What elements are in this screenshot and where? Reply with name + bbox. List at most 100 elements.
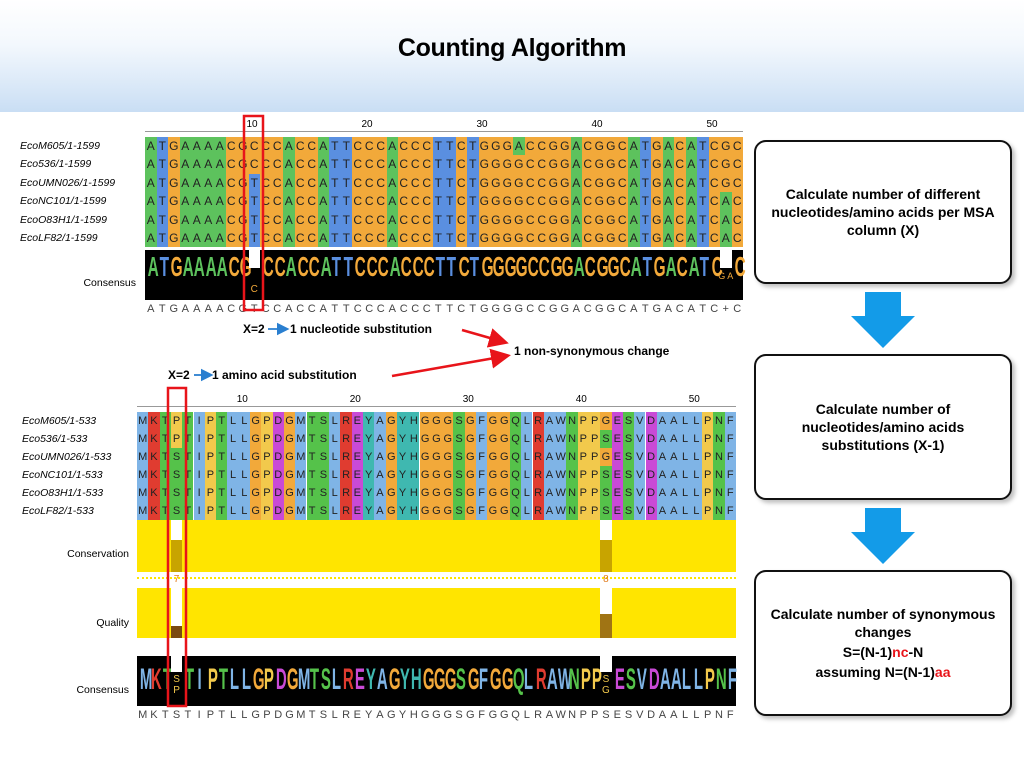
amino-acid-cell: L <box>238 466 250 484</box>
amino-acid-x-label: X=2 <box>168 368 190 382</box>
amino-acid-cell: G <box>430 412 443 430</box>
nucleotide-cell: A <box>685 229 697 248</box>
nucleotide-cell: C <box>409 155 421 174</box>
amino-acid-cell: I <box>193 484 205 502</box>
nucleotide-cell: G <box>168 192 180 211</box>
nucleotide-cell: G <box>478 173 490 193</box>
nucleotide-cell: T <box>697 155 709 174</box>
nucleotide-cell: T <box>340 192 352 211</box>
nucleotide-cell: T <box>156 155 168 174</box>
amino-acid-cell: P <box>589 466 601 484</box>
nucleotide-cell: C <box>708 155 720 174</box>
amino-acid-cell: G <box>430 484 443 502</box>
nucleotide-cell: C <box>248 155 260 174</box>
amino-acid-cell: Q <box>509 466 522 484</box>
nucleotide-cell: C <box>294 210 306 229</box>
consensus-minor-letter: S G <box>602 674 610 696</box>
consensus-text-letter: A <box>658 709 667 721</box>
consensus-logo-letter: C <box>228 251 240 282</box>
consensus-logo-letter: P <box>580 663 591 696</box>
amino-acid-cell: E <box>611 430 623 448</box>
nucleotide-cell: T <box>329 192 341 211</box>
nucleotide-cell: T <box>248 229 260 248</box>
nucleotide-ruler-tick: 20 <box>361 119 373 130</box>
nucleotide-cell: T <box>697 173 709 193</box>
amino-acid-cell: Y <box>363 484 375 502</box>
amino-acid-cell: G <box>283 502 296 520</box>
nucleotide-cell: C <box>582 173 594 193</box>
consensus-text-letter: A <box>670 709 678 721</box>
amino-acid-cell: A <box>374 484 386 502</box>
nucleotide-cell: A <box>662 229 674 248</box>
amino-acid-cell: L <box>679 448 691 466</box>
amino-acid-cell: G <box>385 412 397 430</box>
nucleotide-cell: A <box>662 210 674 229</box>
nucleotide-cell: T <box>432 192 444 211</box>
nucleotide-cell: A <box>179 192 191 211</box>
flow-step-1: Calculate number of different nucleotide… <box>754 140 1012 284</box>
nucleotide-cell: T <box>329 229 341 248</box>
amino-acid-cell: W <box>555 430 567 448</box>
amino-acid-cell: S <box>317 484 330 502</box>
consensus-logo-letter: C <box>297 251 309 282</box>
consensus-text-letter: V <box>636 709 644 721</box>
amino-acid-cell: F <box>724 448 736 466</box>
consensus-text-letter: G <box>466 709 475 721</box>
consensus-text-letter: R <box>534 709 543 721</box>
nucleotide-cell: G <box>237 210 249 229</box>
nucleotide-cell: A <box>283 210 295 229</box>
amino-acid-cell: T <box>159 466 171 484</box>
nucleotide-cell: T <box>467 229 479 248</box>
consensus-text-letter: S <box>172 709 181 721</box>
nucleotide-cell: T <box>248 210 260 229</box>
nucleotide-cell: G <box>501 229 513 248</box>
amino-acid-cell: G <box>442 466 454 484</box>
nucleotide-cell: C <box>306 155 318 174</box>
amino-acid-cell: S <box>317 502 330 520</box>
nucleotide-cell: C <box>352 192 364 211</box>
consensus-logo-letter: C <box>584 251 596 282</box>
nucleotide-cell: C <box>375 173 387 193</box>
nucleotide-cell: C <box>582 155 594 174</box>
amino-acid-cell: A <box>543 448 556 466</box>
amino-acid-cell: K <box>148 430 160 448</box>
nucleotide-cell: G <box>651 192 663 211</box>
nucleotide-cell: A <box>145 192 157 211</box>
consensus-minor-letter: C <box>250 284 258 295</box>
nucleotide-cell: C <box>524 229 536 248</box>
consensus-text-letter: A <box>388 303 396 315</box>
amino-acid-cell: L <box>521 484 533 502</box>
consensus-text-letter: K <box>150 709 158 721</box>
nucleotide-cell: G <box>559 229 571 248</box>
consensus-logo-letter: I <box>197 663 202 696</box>
amino-acid-cell: E <box>611 484 623 502</box>
consensus-logo-letter: T <box>642 251 652 282</box>
nucleotide-cell: A <box>191 155 203 174</box>
consensus-logo-letter: T <box>435 251 445 282</box>
consensus-label: Consensus <box>83 277 136 289</box>
consensus-text-letter: G <box>514 303 524 315</box>
nucleotide-cell: C <box>398 155 410 174</box>
nucleotide-cell: C <box>708 229 720 248</box>
consensus-logo-letter: L <box>693 663 703 696</box>
consensus-text-letter: Y <box>364 709 373 721</box>
nucleotide-cell: A <box>191 229 203 248</box>
consensus-logo-letter: C <box>262 251 274 282</box>
amino-acid-cell: I <box>193 412 205 430</box>
nucleotide-cell: C <box>225 173 237 193</box>
conservation-dotted-line <box>137 577 736 579</box>
nucleotide-cell: A <box>720 192 732 211</box>
nucleotide-cell: C <box>616 229 628 248</box>
nucleotide-cell: G <box>605 137 617 156</box>
sequence-name: EcoUMN026/1-1599 <box>20 176 116 189</box>
nucleotide-cell: A <box>628 210 640 229</box>
amino-acid-cell: G <box>600 412 612 430</box>
amino-acid-cell: G <box>385 448 397 466</box>
amino-acid-cell: P <box>170 430 183 448</box>
nucleotide-cell: C <box>731 137 743 156</box>
amino-acid-cell: L <box>329 448 341 466</box>
amino-acid-cell: G <box>498 502 510 520</box>
slide-title: Counting Algorithm <box>397 34 627 62</box>
nucleotide-cell: A <box>214 210 226 229</box>
nucleotide-cell: G <box>478 210 490 229</box>
